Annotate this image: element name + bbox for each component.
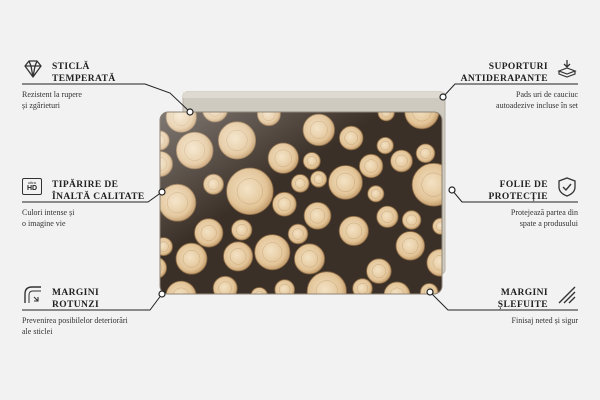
ultra-hd-icon: ultra HD bbox=[22, 176, 44, 198]
feature-description: Pads uri de cauciuc autoadezive incluse … bbox=[496, 90, 578, 110]
feature-description: Rezistent la rupere și zgârieturi bbox=[22, 90, 82, 110]
feature-title: TIPĂRIRE DE ÎNALTĂ CALITATE bbox=[52, 180, 145, 202]
ground-edge-icon bbox=[558, 286, 576, 304]
feature-title: SUPORTURI ANTIDERAPANTE bbox=[460, 62, 548, 84]
feature-title: MARGINI ȘLEFUITE bbox=[497, 288, 548, 310]
connector-dots bbox=[158, 93, 456, 298]
feature-description: Finisaj neted și sigur bbox=[511, 316, 578, 325]
connector-lines bbox=[22, 83, 578, 311]
glass-panel-wood-pattern bbox=[160, 112, 442, 294]
feature-title: STICLĂ TEMPERATĂ bbox=[52, 62, 116, 84]
diamond-icon bbox=[24, 60, 42, 78]
non-slip-feet-icon bbox=[557, 60, 577, 78]
shield-check-icon bbox=[558, 177, 576, 197]
feature-description: Culori intense și o imagine vie bbox=[22, 208, 75, 228]
rounded-corner-icon bbox=[24, 286, 41, 303]
feature-description: Prevenirea posibilelor deteriorări ale s… bbox=[22, 316, 128, 336]
feature-description: Protejează partea din spate a produsului bbox=[510, 208, 578, 228]
feature-title: MARGINI ROTUNZI bbox=[52, 288, 100, 310]
feature-title: FOLIE DE PROTECȚIE bbox=[488, 180, 548, 202]
